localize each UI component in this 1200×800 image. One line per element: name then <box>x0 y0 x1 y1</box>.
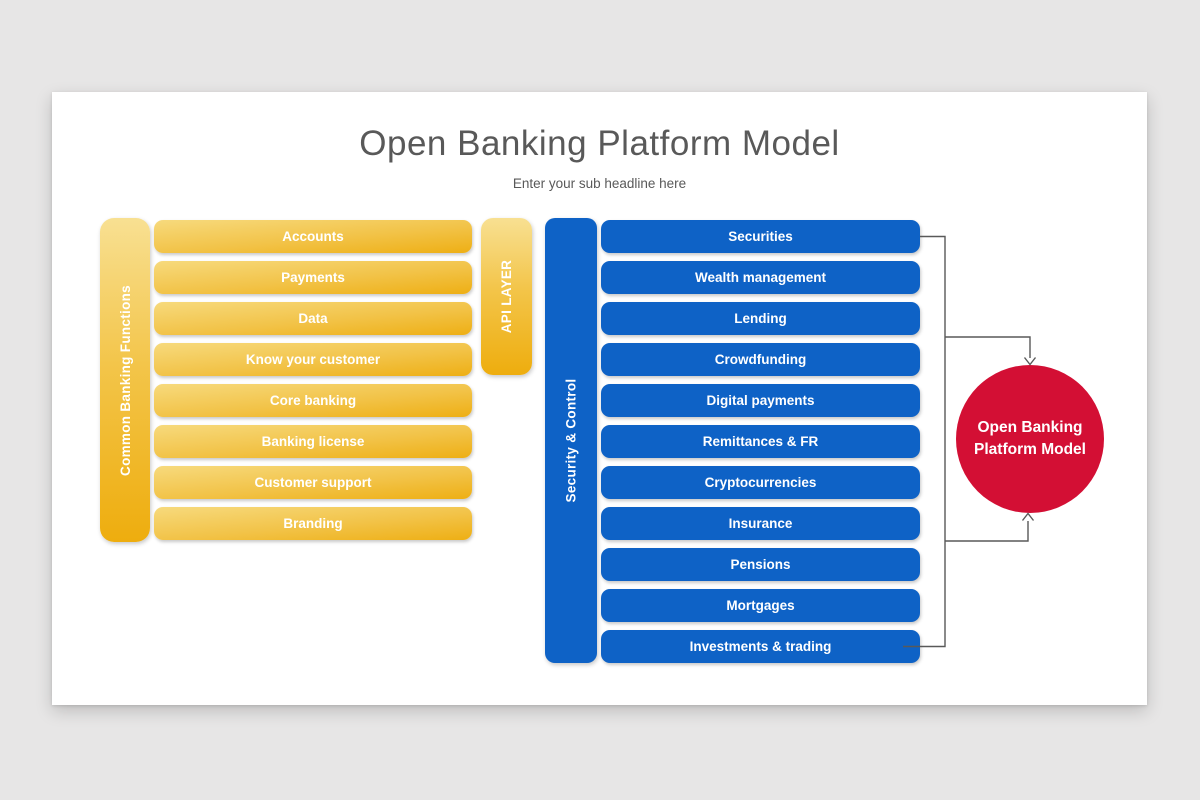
services-list: Securities Wealth management Lending Cro… <box>601 220 920 663</box>
arrowhead-down-icon <box>1023 357 1037 366</box>
service-row: Mortgages <box>601 589 920 622</box>
service-row: Cryptocurrencies <box>601 466 920 499</box>
banking-function-row: Customer support <box>154 466 472 499</box>
api-layer-bar: API LAYER <box>481 218 532 375</box>
hub-label: Open Banking Platform Model <box>974 418 1086 458</box>
banking-function-row: Banking license <box>154 425 472 458</box>
arrow-line-top <box>945 336 1031 358</box>
security-control-label: Security & Control <box>563 378 579 503</box>
service-row: Pensions <box>601 548 920 581</box>
service-row: Securities <box>601 220 920 253</box>
page-subtitle: Enter your sub headline here <box>512 176 687 191</box>
banking-function-row: Core banking <box>154 384 472 417</box>
slide-canvas: Open Banking Platform Model Enter your s… <box>52 92 1147 705</box>
service-row: Lending <box>601 302 920 335</box>
banking-function-row: Data <box>154 302 472 335</box>
common-banking-functions-label: Common Banking Functions <box>117 284 133 476</box>
banking-function-row: Know your customer <box>154 343 472 376</box>
api-layer-label: API LAYER <box>499 259 515 334</box>
service-row: Crowdfunding <box>601 343 920 376</box>
banking-functions-list: Accounts Payments Data Know your custome… <box>154 220 472 540</box>
banking-function-row: Payments <box>154 261 472 294</box>
open-banking-hub-circle: Open Banking Platform Model <box>956 365 1104 513</box>
common-banking-functions-bar: Common Banking Functions <box>100 218 150 542</box>
service-row: Wealth management <box>601 261 920 294</box>
banking-function-row: Branding <box>154 507 472 540</box>
service-row: Remittances & FR <box>601 425 920 458</box>
page-title: Open Banking Platform Model <box>359 124 840 163</box>
service-row: Digital payments <box>601 384 920 417</box>
service-row: Investments & trading <box>601 630 920 663</box>
security-control-bar: Security & Control <box>545 218 597 663</box>
banking-function-row: Accounts <box>154 220 472 253</box>
arrow-line-bottom <box>945 521 1029 542</box>
arrowhead-up-icon <box>1021 512 1035 521</box>
service-row: Insurance <box>601 507 920 540</box>
